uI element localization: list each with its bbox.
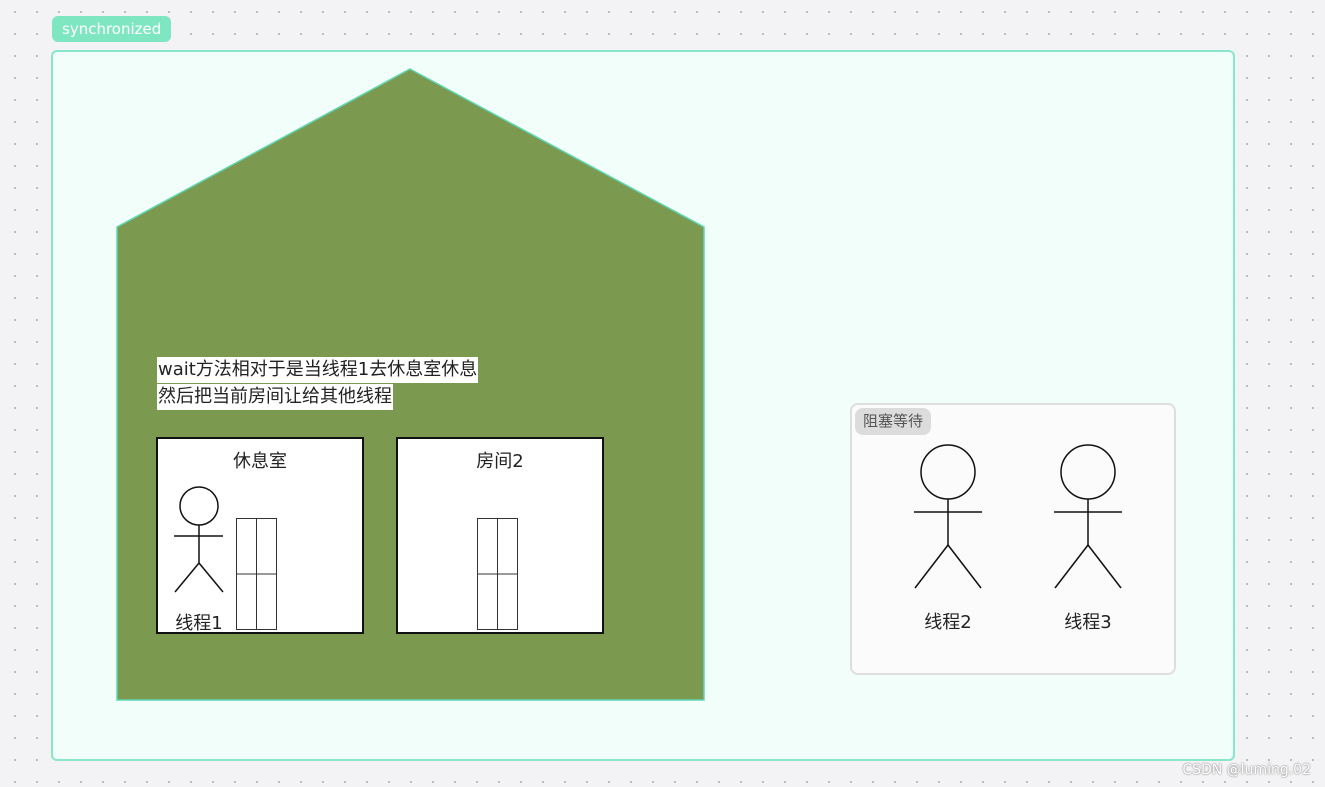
thread-2-label: 线程2 (924, 612, 972, 633)
blocked-waiting-area[interactable] (850, 403, 1176, 675)
thread-1-label: 线程1 (175, 613, 223, 634)
thread-3-left-leg (1054, 544, 1089, 589)
thread-3-label: 线程3 (1064, 612, 1112, 633)
csdn-watermark: CSDN @luming.02 (1182, 762, 1311, 778)
thread-1-right-leg (198, 562, 224, 593)
thread-2-right-leg (947, 544, 982, 589)
synchronized-tag[interactable]: synchronized (52, 16, 172, 42)
thread-2-head (920, 444, 976, 500)
thread-3-right-leg (1087, 544, 1122, 589)
thread-1-left-leg (174, 562, 200, 593)
rest-room-door-icon (236, 518, 277, 630)
house-caption-line-1[interactable]: wait方法相对于是当线程1去休息室休息 (157, 357, 479, 383)
thread-2-figure[interactable] (912, 443, 984, 591)
thread-2-left-leg (914, 544, 949, 589)
thread-3-head (1060, 444, 1116, 500)
blocked-waiting-tag[interactable]: 阻塞等待 (855, 408, 932, 435)
thread-3-figure[interactable] (1052, 443, 1124, 591)
room-2-door-icon (477, 518, 518, 630)
thread-1-figure[interactable] (170, 485, 230, 595)
room-2-title: 房间2 (476, 451, 524, 472)
rest-room-title: 休息室 (233, 451, 287, 472)
house-caption-line-2[interactable]: 然后把当前房间让给其他线程 (157, 384, 393, 410)
thread-1-head (179, 486, 219, 526)
